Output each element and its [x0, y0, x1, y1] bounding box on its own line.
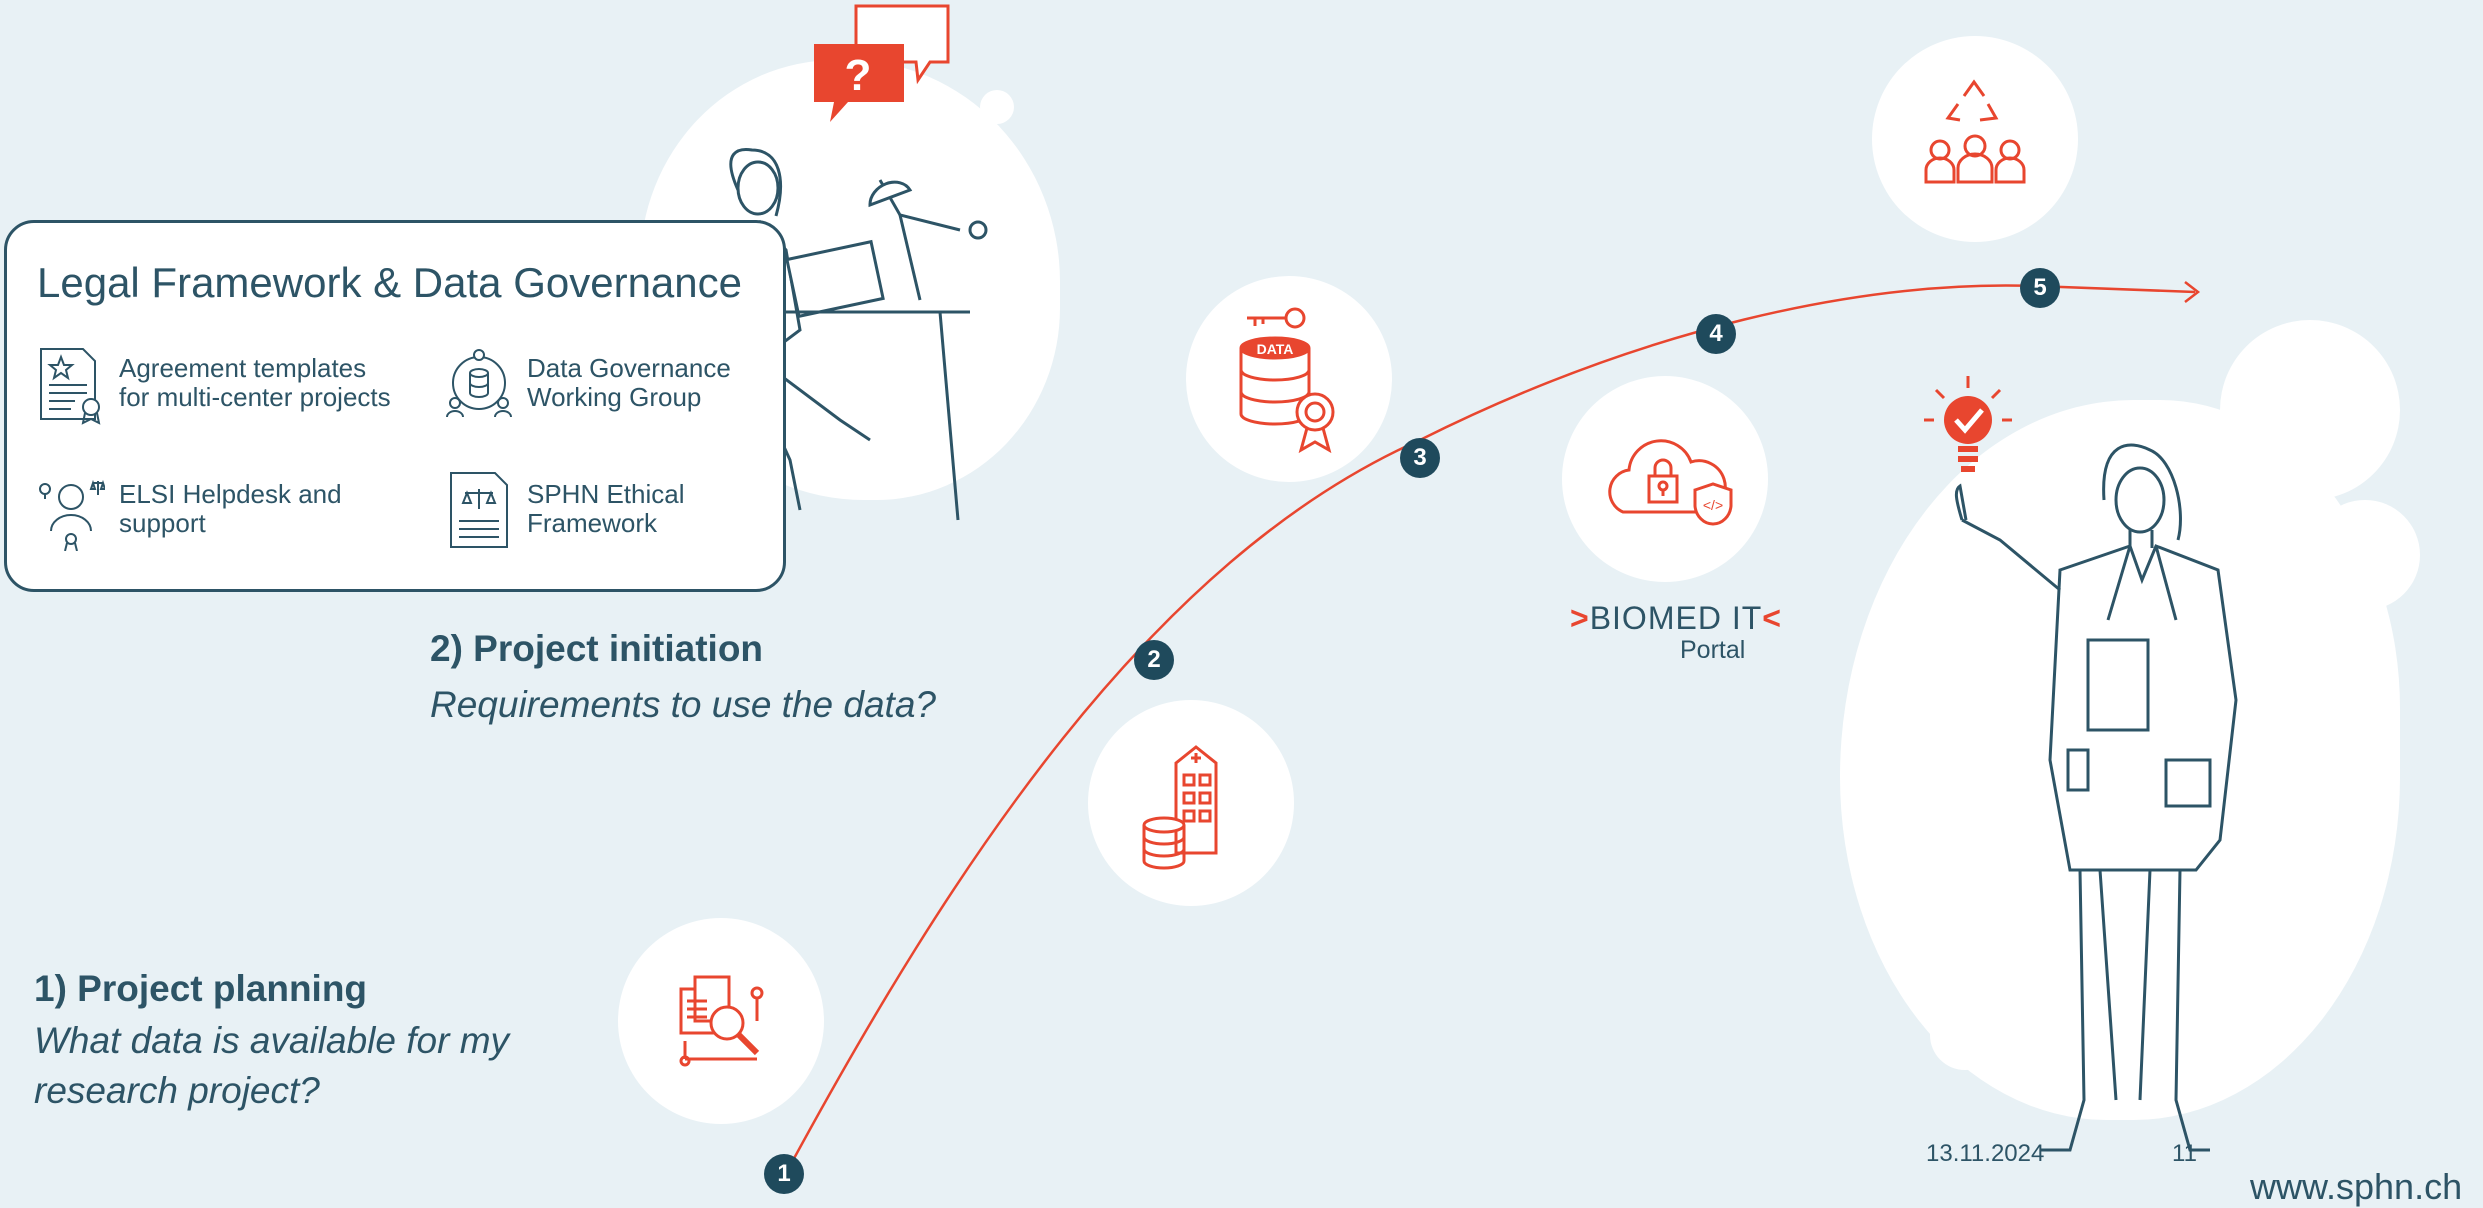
hospital-data-circle [1088, 700, 1294, 906]
step-marker-4: 4 [1696, 314, 1736, 354]
background-blob [1930, 1000, 2000, 1070]
agreement-document-icon [40, 348, 101, 425]
speech-bubble-icon: ? [814, 4, 950, 122]
arrow-head [2184, 281, 2201, 303]
project-planning-subtitle: What data is available for my research p… [34, 1020, 510, 1111]
biomed-it-logo: >BIOMED IT< [1570, 600, 1782, 637]
svg-text:</>: </> [1703, 497, 1723, 513]
data-access-circle: DATA [1186, 276, 1392, 482]
project-initiation-subtitle: Requirements to use the data? [430, 684, 936, 725]
step-marker-2: 2 [1134, 640, 1174, 680]
footer-page-number: 11 [2172, 1140, 2197, 1167]
journey-curve [783, 284, 2196, 1176]
legal-framework-title: Legal Framework & Data Governance [37, 259, 742, 306]
biomed-it-circle: </> [1562, 376, 1768, 582]
biomed-it-portal-label: Portal [1680, 636, 1746, 664]
biomed-it-brand: BIOMED IT [1589, 600, 1763, 636]
background-blob [2220, 320, 2400, 500]
svg-text:DATA: DATA [1257, 341, 1294, 357]
step-marker-1: 1 [764, 1154, 804, 1194]
footer-date: 13.11.2024 [1926, 1140, 2045, 1167]
data-governance-text: Data Governance Working Group [527, 353, 731, 412]
footer-url[interactable]: www.sphn.ch [2250, 1166, 2463, 1207]
elsi-helpdesk-text: ELSI Helpdesk and support [119, 479, 342, 538]
ethical-framework-icon [450, 472, 508, 548]
lightbulb-icon [1924, 376, 2012, 472]
step-marker-3: 3 [1400, 438, 1440, 478]
svg-text:?: ? [845, 51, 872, 100]
legal-framework-card: Legal Framework & Data Governance Agreem… [4, 220, 786, 592]
background-blob [2310, 500, 2420, 610]
ethical-framework-text: SPHN Ethical Framework [527, 479, 685, 538]
agreement-templates-text: Agreement templates for multi-center pro… [119, 353, 391, 412]
elsi-helpdesk-icon [39, 479, 105, 551]
project-planning-circle [618, 918, 824, 1124]
hospital-data-icon [1142, 745, 1218, 870]
chevron-left-icon: < [1762, 600, 1782, 636]
people-recycle-icon [1924, 79, 2026, 184]
doctor-illustration [1954, 443, 2238, 1152]
document-search-icon [679, 975, 764, 1067]
project-initiation-title: 2) Project initiation [430, 628, 764, 669]
data-governance-icon [446, 349, 512, 418]
elsi-helpdesk-item: ELSI Helpdesk and support [37, 467, 342, 551]
database-key-icon: DATA [1239, 307, 1335, 454]
ethical-framework-item: SPHN Ethical Framework [445, 467, 685, 551]
agreement-templates-item: Agreement templates for multi-center pro… [37, 341, 391, 425]
data-governance-item: Data Governance Working Group [445, 341, 731, 425]
chevron-right-icon: > [1570, 600, 1590, 636]
community-circle [1872, 36, 2078, 242]
project-planning-title: 1) Project planning [34, 968, 368, 1009]
step-marker-5: 5 [2020, 268, 2060, 308]
cloud-lock-icon: </> [1608, 439, 1733, 526]
